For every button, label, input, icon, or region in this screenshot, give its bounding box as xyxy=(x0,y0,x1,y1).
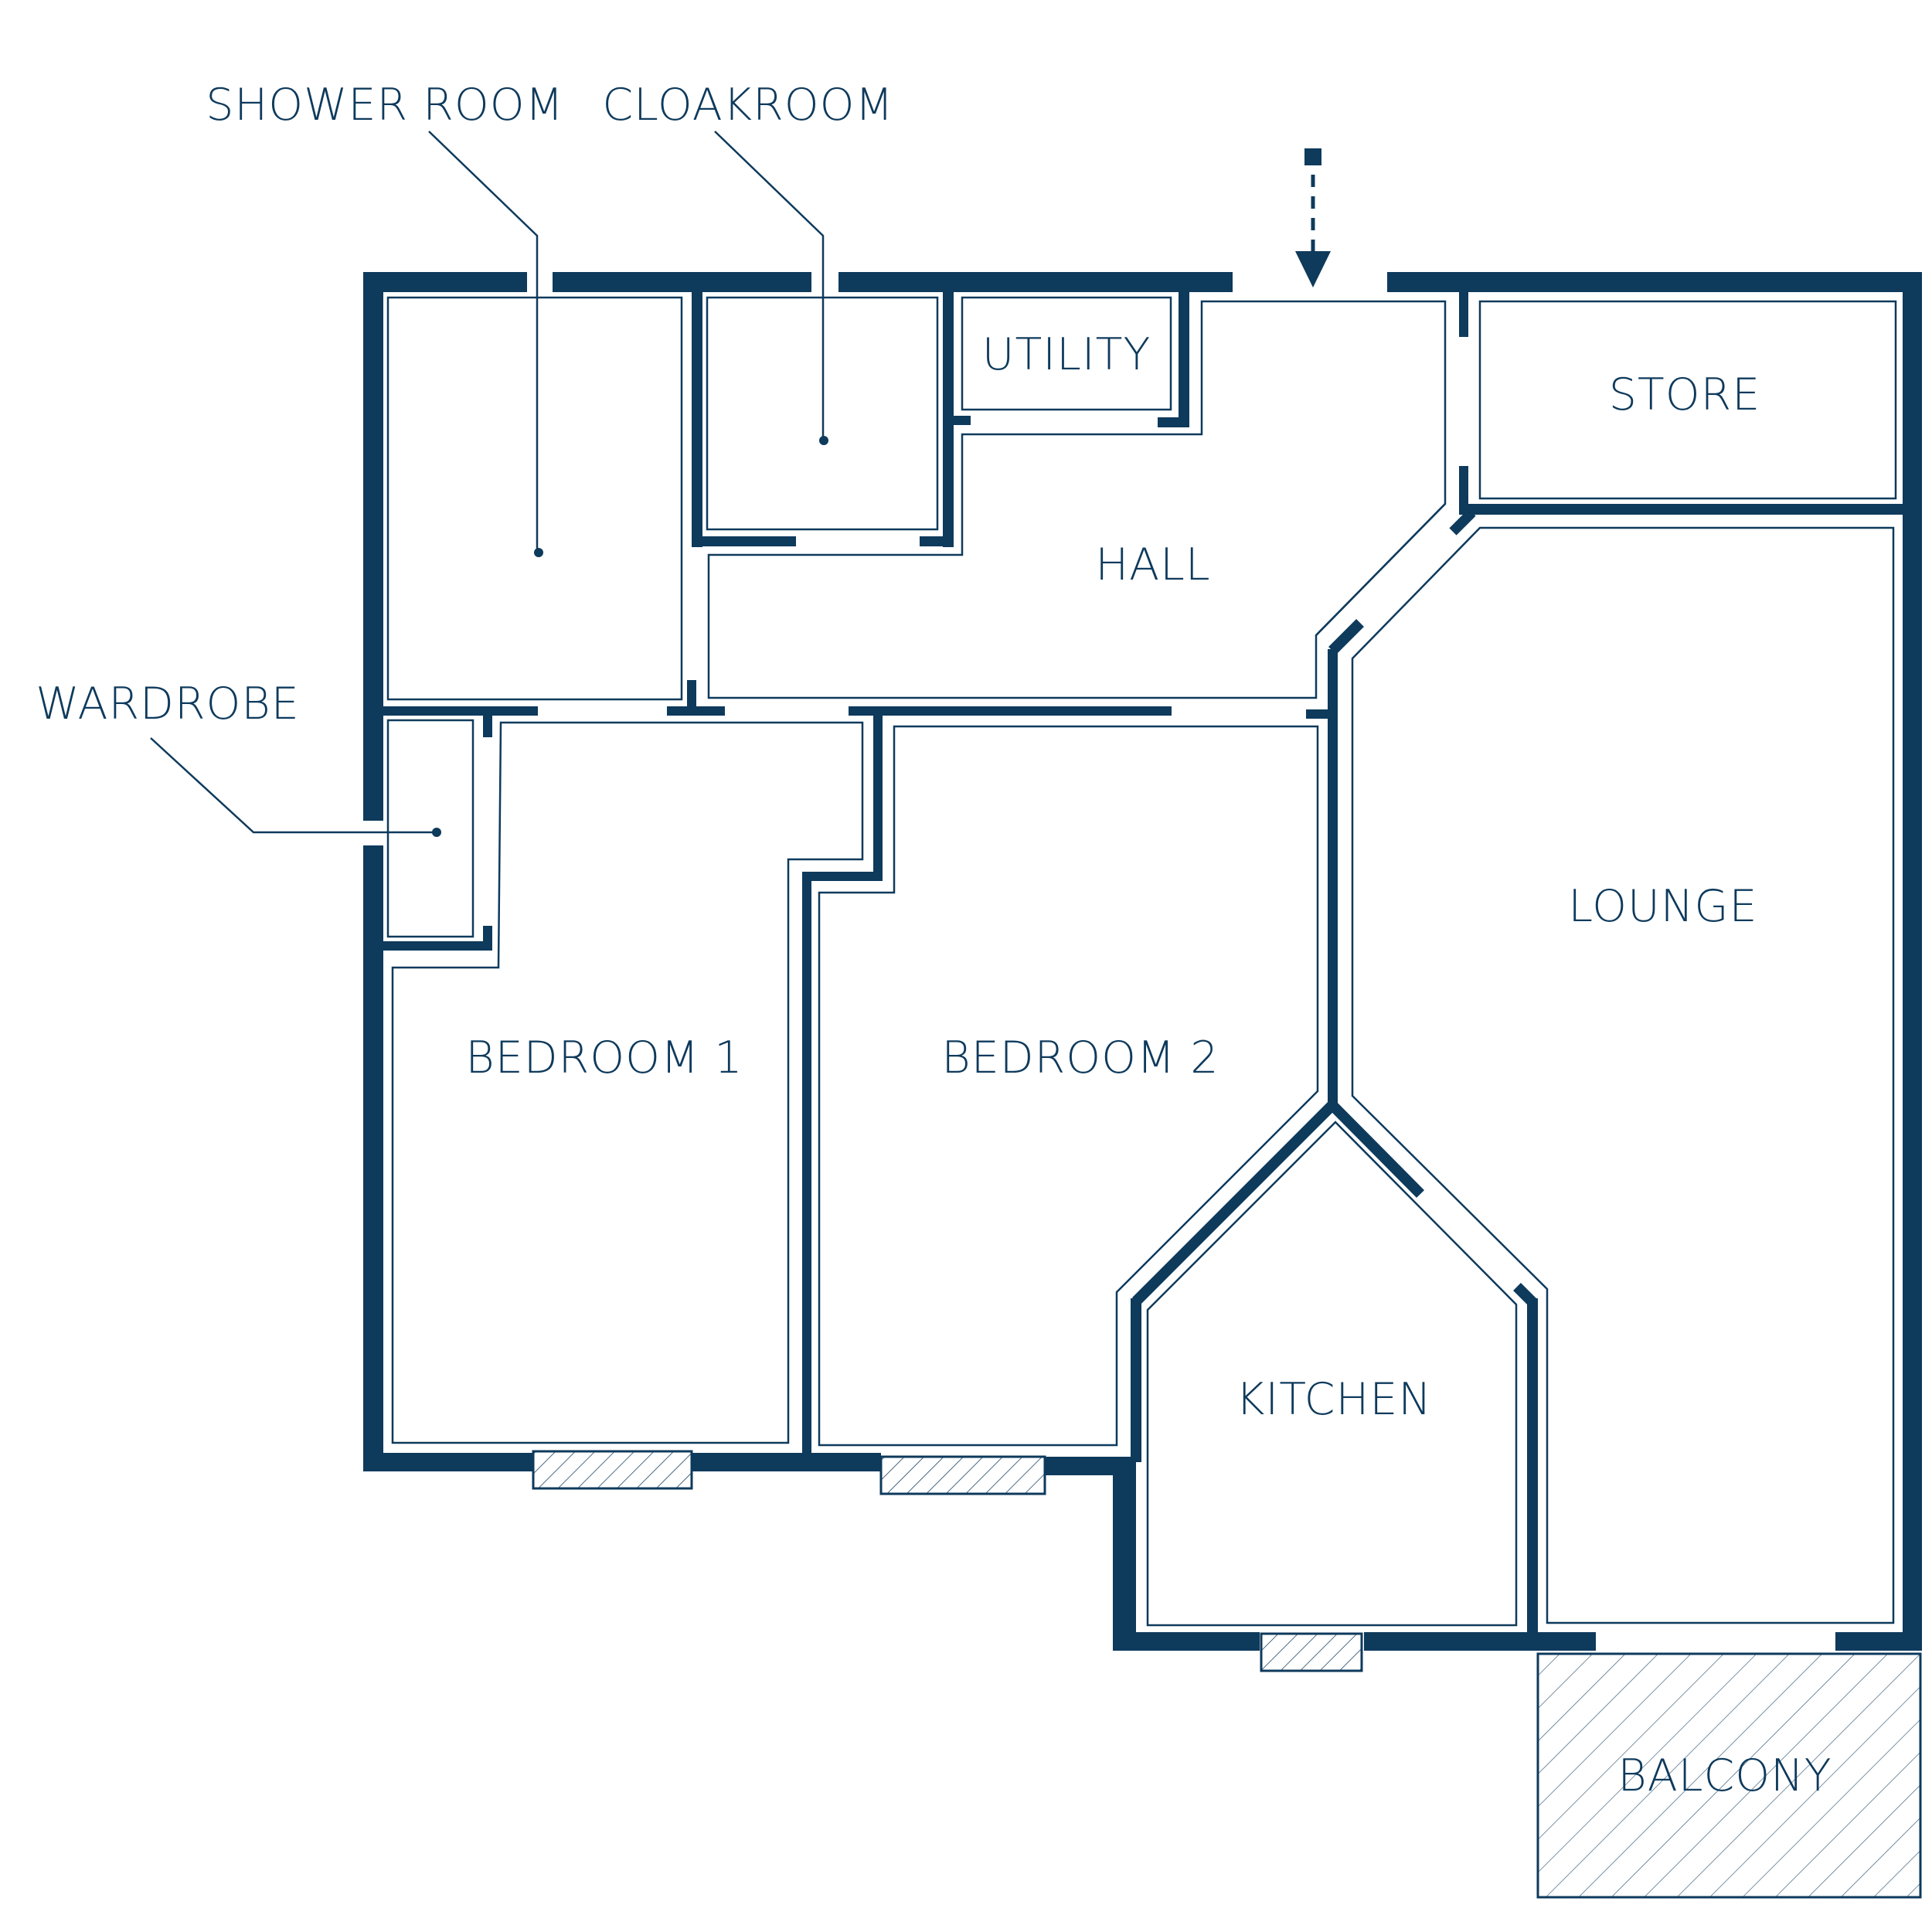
wall-mid-2 xyxy=(849,706,1172,716)
wall-hall-diagonal xyxy=(1328,619,1364,655)
wall-bottom-kitchen-2 xyxy=(1364,1632,1596,1651)
wall-utility-stub-l xyxy=(954,416,971,425)
balcony-area xyxy=(1536,1652,1922,1899)
label-utility: UTILITY xyxy=(982,329,1151,380)
label-lounge: LOUNGE xyxy=(1568,881,1757,932)
bedroom-1-outline xyxy=(391,721,864,1444)
wall-mid-1 xyxy=(383,706,538,716)
store-outline xyxy=(1478,300,1897,500)
leader-shower-room xyxy=(428,131,539,553)
label-cloakroom: CLOAKROOM xyxy=(602,80,893,131)
entrance-arrow-icon xyxy=(1295,148,1331,287)
leader-lines xyxy=(150,131,825,834)
wall-right xyxy=(1903,272,1922,1651)
leader-dot-shower xyxy=(534,548,543,557)
walls xyxy=(363,272,1922,1651)
wall-utility-stub-r xyxy=(1158,417,1189,427)
wall-bed-divider-lower xyxy=(802,872,811,1458)
wall-top-2 xyxy=(553,272,811,292)
shower-room-outline xyxy=(386,296,683,701)
wall-bed-divider-upper xyxy=(873,716,883,876)
wall-bottom-2 xyxy=(692,1453,881,1471)
utility-outline xyxy=(961,296,1172,411)
wall-store-bottom xyxy=(1459,504,1903,515)
leader-cloakroom xyxy=(714,131,825,440)
label-balcony: BALCONY xyxy=(1617,1750,1832,1801)
diagonal-walls xyxy=(1131,509,1538,1646)
leader-dots xyxy=(432,436,828,837)
label-hall: HALL xyxy=(1095,539,1210,590)
label-shower-room: SHOWER ROOM xyxy=(206,80,564,131)
wall-left-upper xyxy=(363,272,383,821)
wall-store-diag-stub xyxy=(1449,509,1476,536)
label-bedroom-2: BEDROOM 2 xyxy=(941,1032,1219,1083)
wall-utility-right xyxy=(1179,292,1189,427)
wall-wardrobe-top-post xyxy=(483,716,492,737)
hall-notch-line xyxy=(1315,503,1446,636)
wall-cloak-utility xyxy=(943,292,954,547)
wall-cloak-bottom xyxy=(692,536,796,546)
wall-kitchen-left-diag xyxy=(1132,1101,1336,1305)
wall-kitchen-left-thick xyxy=(1113,1457,1136,1650)
window-bedroom-1 xyxy=(532,1450,693,1490)
wall-top-4 xyxy=(1387,272,1922,292)
wall-bottom-kitchen-1 xyxy=(1113,1632,1260,1651)
label-bedroom-1: BEDROOM 1 xyxy=(465,1032,743,1083)
label-store: STORE xyxy=(1609,369,1760,420)
bedroom-2-outline xyxy=(818,725,1319,1447)
leader-dot-wardrobe xyxy=(432,828,441,837)
wall-top-1 xyxy=(363,272,527,292)
wall-wardrobe-bottom xyxy=(383,941,492,951)
leader-wardrobe xyxy=(150,737,437,834)
leader-dot-cloak xyxy=(819,436,828,445)
wall-bottom-1 xyxy=(363,1453,533,1471)
hall-outline xyxy=(707,300,1447,699)
wall-lounge-left xyxy=(1328,649,1338,1109)
wall-left-lower xyxy=(363,845,383,1471)
lounge-outline xyxy=(1351,526,1895,1624)
label-kitchen: KITCHEN xyxy=(1236,1374,1432,1425)
room-outlines xyxy=(386,296,1897,1627)
wall-kitchen-right-diag xyxy=(1328,1101,1424,1198)
windows xyxy=(532,1450,1363,1672)
wall-mid-post xyxy=(687,680,696,711)
wall-shower-cloak xyxy=(692,292,702,547)
wardrobe-outline xyxy=(386,719,474,938)
wall-mid-stub-r xyxy=(1306,709,1329,719)
window-bedroom-2 xyxy=(879,1455,1046,1495)
wall-bed-divider-step xyxy=(802,872,883,881)
wall-store-left-top xyxy=(1459,292,1468,337)
wall-bottom-3 xyxy=(1045,1457,1118,1475)
window-kitchen xyxy=(1260,1632,1363,1672)
wall-top-3 xyxy=(838,272,1233,292)
label-wardrobe: WARDROBE xyxy=(36,679,300,730)
kitchen-outline xyxy=(1146,1121,1518,1627)
wall-store-left-bottom xyxy=(1459,466,1468,509)
